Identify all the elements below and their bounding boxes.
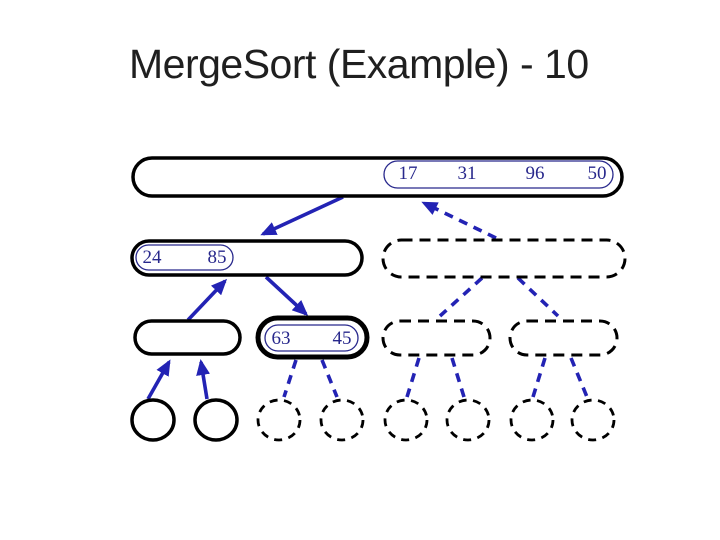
leaf-6-pending [445,398,491,442]
leaf-4-pending [319,398,365,442]
edge-rightleft-to-leaf5-pending [405,357,421,398]
right-half-node-pending [381,238,627,279]
edge-right-to-rightright-pending [516,276,560,318]
left-half-values-box [135,244,234,271]
arrow-leftleft-return-up [186,278,228,322]
leaf-1 [130,398,176,442]
arrow-leaf1-return-up [146,359,171,400]
left-value-2: 85 [208,247,227,268]
arrow-leaf2-return-up [196,359,210,400]
edge-rightright-to-leaf7-pending [531,357,547,398]
slide-title: MergeSort (Example) - 10 [129,41,589,87]
root-merged-values-box [383,160,614,189]
left-half-node: 24 85 [130,239,364,277]
left-right-node-box [255,315,370,360]
left-left-node-box [133,319,242,356]
left-right-node-current: 63 45 [255,315,370,360]
arrow-right-to-root-return-pending [421,201,497,240]
root-value-1: 17 [399,163,418,184]
leaf-2 [193,398,239,442]
root-value-3: 96 [526,163,545,184]
arrow-root-to-left-call [260,195,344,236]
mid-value-1: 63 [272,328,291,349]
edge-rightright-to-leaf8-pending [569,357,589,398]
root-value-4: 50 [588,163,607,184]
mid-value-2: 45 [333,328,352,349]
right-left-node-pending [381,319,492,357]
root-node: 17 31 96 50 [131,156,624,198]
root-node-box [131,156,624,198]
leaf-7-pending [509,398,555,442]
left-value-1: 24 [143,247,163,268]
edge-rightleft-to-leaf6-pending [450,357,466,398]
left-half-node-box [130,239,364,277]
right-right-node-pending [508,319,619,357]
arrow-left-to-leftright-call [264,275,309,317]
leaf-5-pending [383,398,429,442]
leaf-8-pending [570,398,616,442]
edge-right-to-rightleft-pending [438,276,484,318]
root-value-2: 31 [458,163,477,184]
edge-leftright-to-leaf3-pending [282,359,298,398]
edge-leftright-to-leaf4-pending [320,359,339,398]
left-right-values-box [264,324,359,352]
leaf-3-pending [256,398,302,442]
